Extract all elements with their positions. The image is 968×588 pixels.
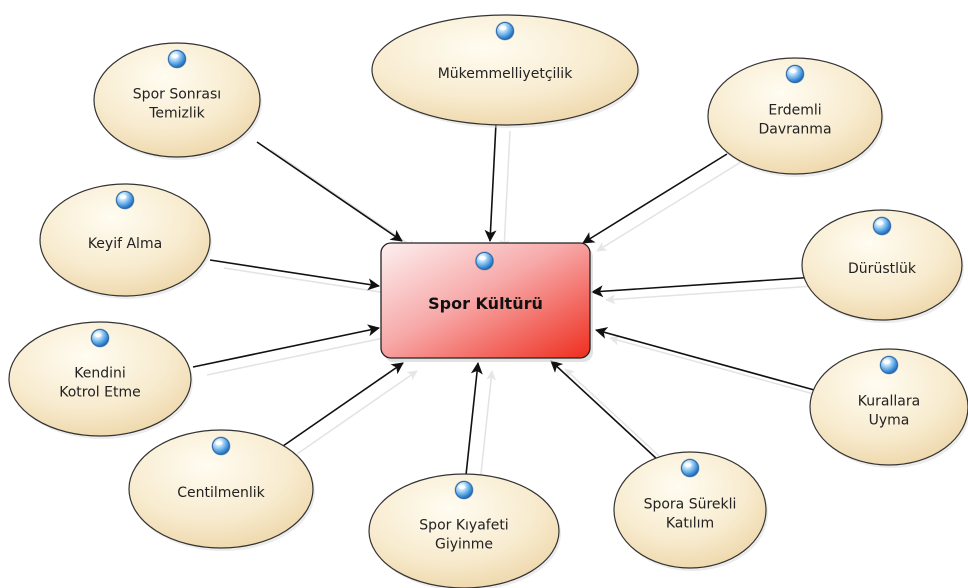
node-keyif-alma[interactable]: Keyif Alma xyxy=(39,183,212,299)
connector-arrow-keyif-alma xyxy=(209,259,380,291)
node-label: Erdemli xyxy=(768,103,821,119)
info-bubble-icon[interactable] xyxy=(495,21,515,41)
node-label: Giyinme xyxy=(435,537,493,553)
node-label: Dürüstlük xyxy=(848,261,917,277)
info-bubble-icon[interactable] xyxy=(167,49,187,69)
connector-shadows xyxy=(206,130,833,484)
node-mukemmelliyetcilik[interactable]: Mükemmelliyetçilik xyxy=(371,14,640,128)
node-ellipse xyxy=(39,183,211,297)
connector-shadow xyxy=(564,368,673,469)
connector-shadow xyxy=(270,149,417,250)
node-label: Keyif Alma xyxy=(88,236,162,252)
node-ellipse xyxy=(801,209,963,321)
info-bubble-icon[interactable] xyxy=(454,480,474,500)
info-bubble-icon[interactable] xyxy=(90,328,110,348)
info-bubble-icon[interactable] xyxy=(115,190,135,210)
connector-arrow-mukemmelliyetcilik xyxy=(484,122,497,242)
connector-arrow-durustluk xyxy=(591,276,817,298)
connector-arrow-spora-surekli-katilim xyxy=(550,360,659,461)
connector-arrow-spor-sonrasi-temizlik xyxy=(256,141,403,242)
connector-arrow-kurallara-uyma xyxy=(595,327,819,392)
node-label: Kendini xyxy=(74,366,126,382)
node-label: Spora Sürekli xyxy=(644,497,737,513)
node-label: Davranma xyxy=(758,122,831,138)
center-node-box xyxy=(380,242,591,359)
info-bubble-icon[interactable] xyxy=(879,355,899,375)
node-label: Centilmenlik xyxy=(177,485,265,501)
node-label: Kurallara xyxy=(858,394,920,410)
node-centilmenlik[interactable]: Centilmenlik xyxy=(128,429,315,551)
node-ellipse xyxy=(8,321,192,437)
nodes: Spor SonrasıTemizlikMükemmelliyetçilikEr… xyxy=(8,14,968,588)
node-label: Spor Sonrası xyxy=(133,87,221,103)
node-ellipse xyxy=(93,42,261,158)
connector-shadow xyxy=(479,370,496,484)
connector-arrow-kendini-kotrol-etme xyxy=(192,324,380,368)
info-bubble-icon[interactable] xyxy=(475,251,494,271)
connector-arrow-spor-kiyafeti-giyinme xyxy=(465,362,483,476)
node-durustluk[interactable]: Dürüstlük xyxy=(801,209,964,323)
center-node-spor-kulturu[interactable]: Spor Kültürü xyxy=(380,242,593,362)
node-ellipse xyxy=(128,429,314,549)
connector-shadow xyxy=(296,370,418,455)
node-label: Spor Kıyafeti xyxy=(419,518,508,534)
central-node: Spor Kültürü xyxy=(380,242,593,362)
connector-shadow xyxy=(609,335,833,400)
connector-shadow xyxy=(206,332,394,376)
node-label: Kotrol Etme xyxy=(59,385,140,401)
node-ellipse xyxy=(707,57,883,175)
info-bubble-icon[interactable] xyxy=(872,216,892,236)
node-label: Katılım xyxy=(666,516,714,532)
node-ellipse xyxy=(371,14,639,126)
connector-shadow xyxy=(223,267,394,298)
connectors xyxy=(192,122,819,476)
info-bubble-icon[interactable] xyxy=(211,436,231,456)
connector-shadow xyxy=(596,161,742,252)
connector-shadow xyxy=(605,284,831,305)
connector-arrow-centilmenlik xyxy=(282,362,404,447)
info-bubble-icon[interactable] xyxy=(785,64,805,84)
info-bubble-icon[interactable] xyxy=(680,458,700,478)
connector-shadow xyxy=(499,130,511,250)
node-label: Mükemmelliyetçilik xyxy=(438,66,573,82)
connector-arrow-erdemli-davranma xyxy=(582,153,728,244)
node-label: Uyma xyxy=(869,413,910,429)
center-node-label: Spor Kültürü xyxy=(428,294,543,313)
node-ellipse xyxy=(613,451,767,569)
node-ellipse xyxy=(368,473,560,588)
node-label: Temizlik xyxy=(148,106,205,122)
node-ellipse xyxy=(809,348,968,466)
